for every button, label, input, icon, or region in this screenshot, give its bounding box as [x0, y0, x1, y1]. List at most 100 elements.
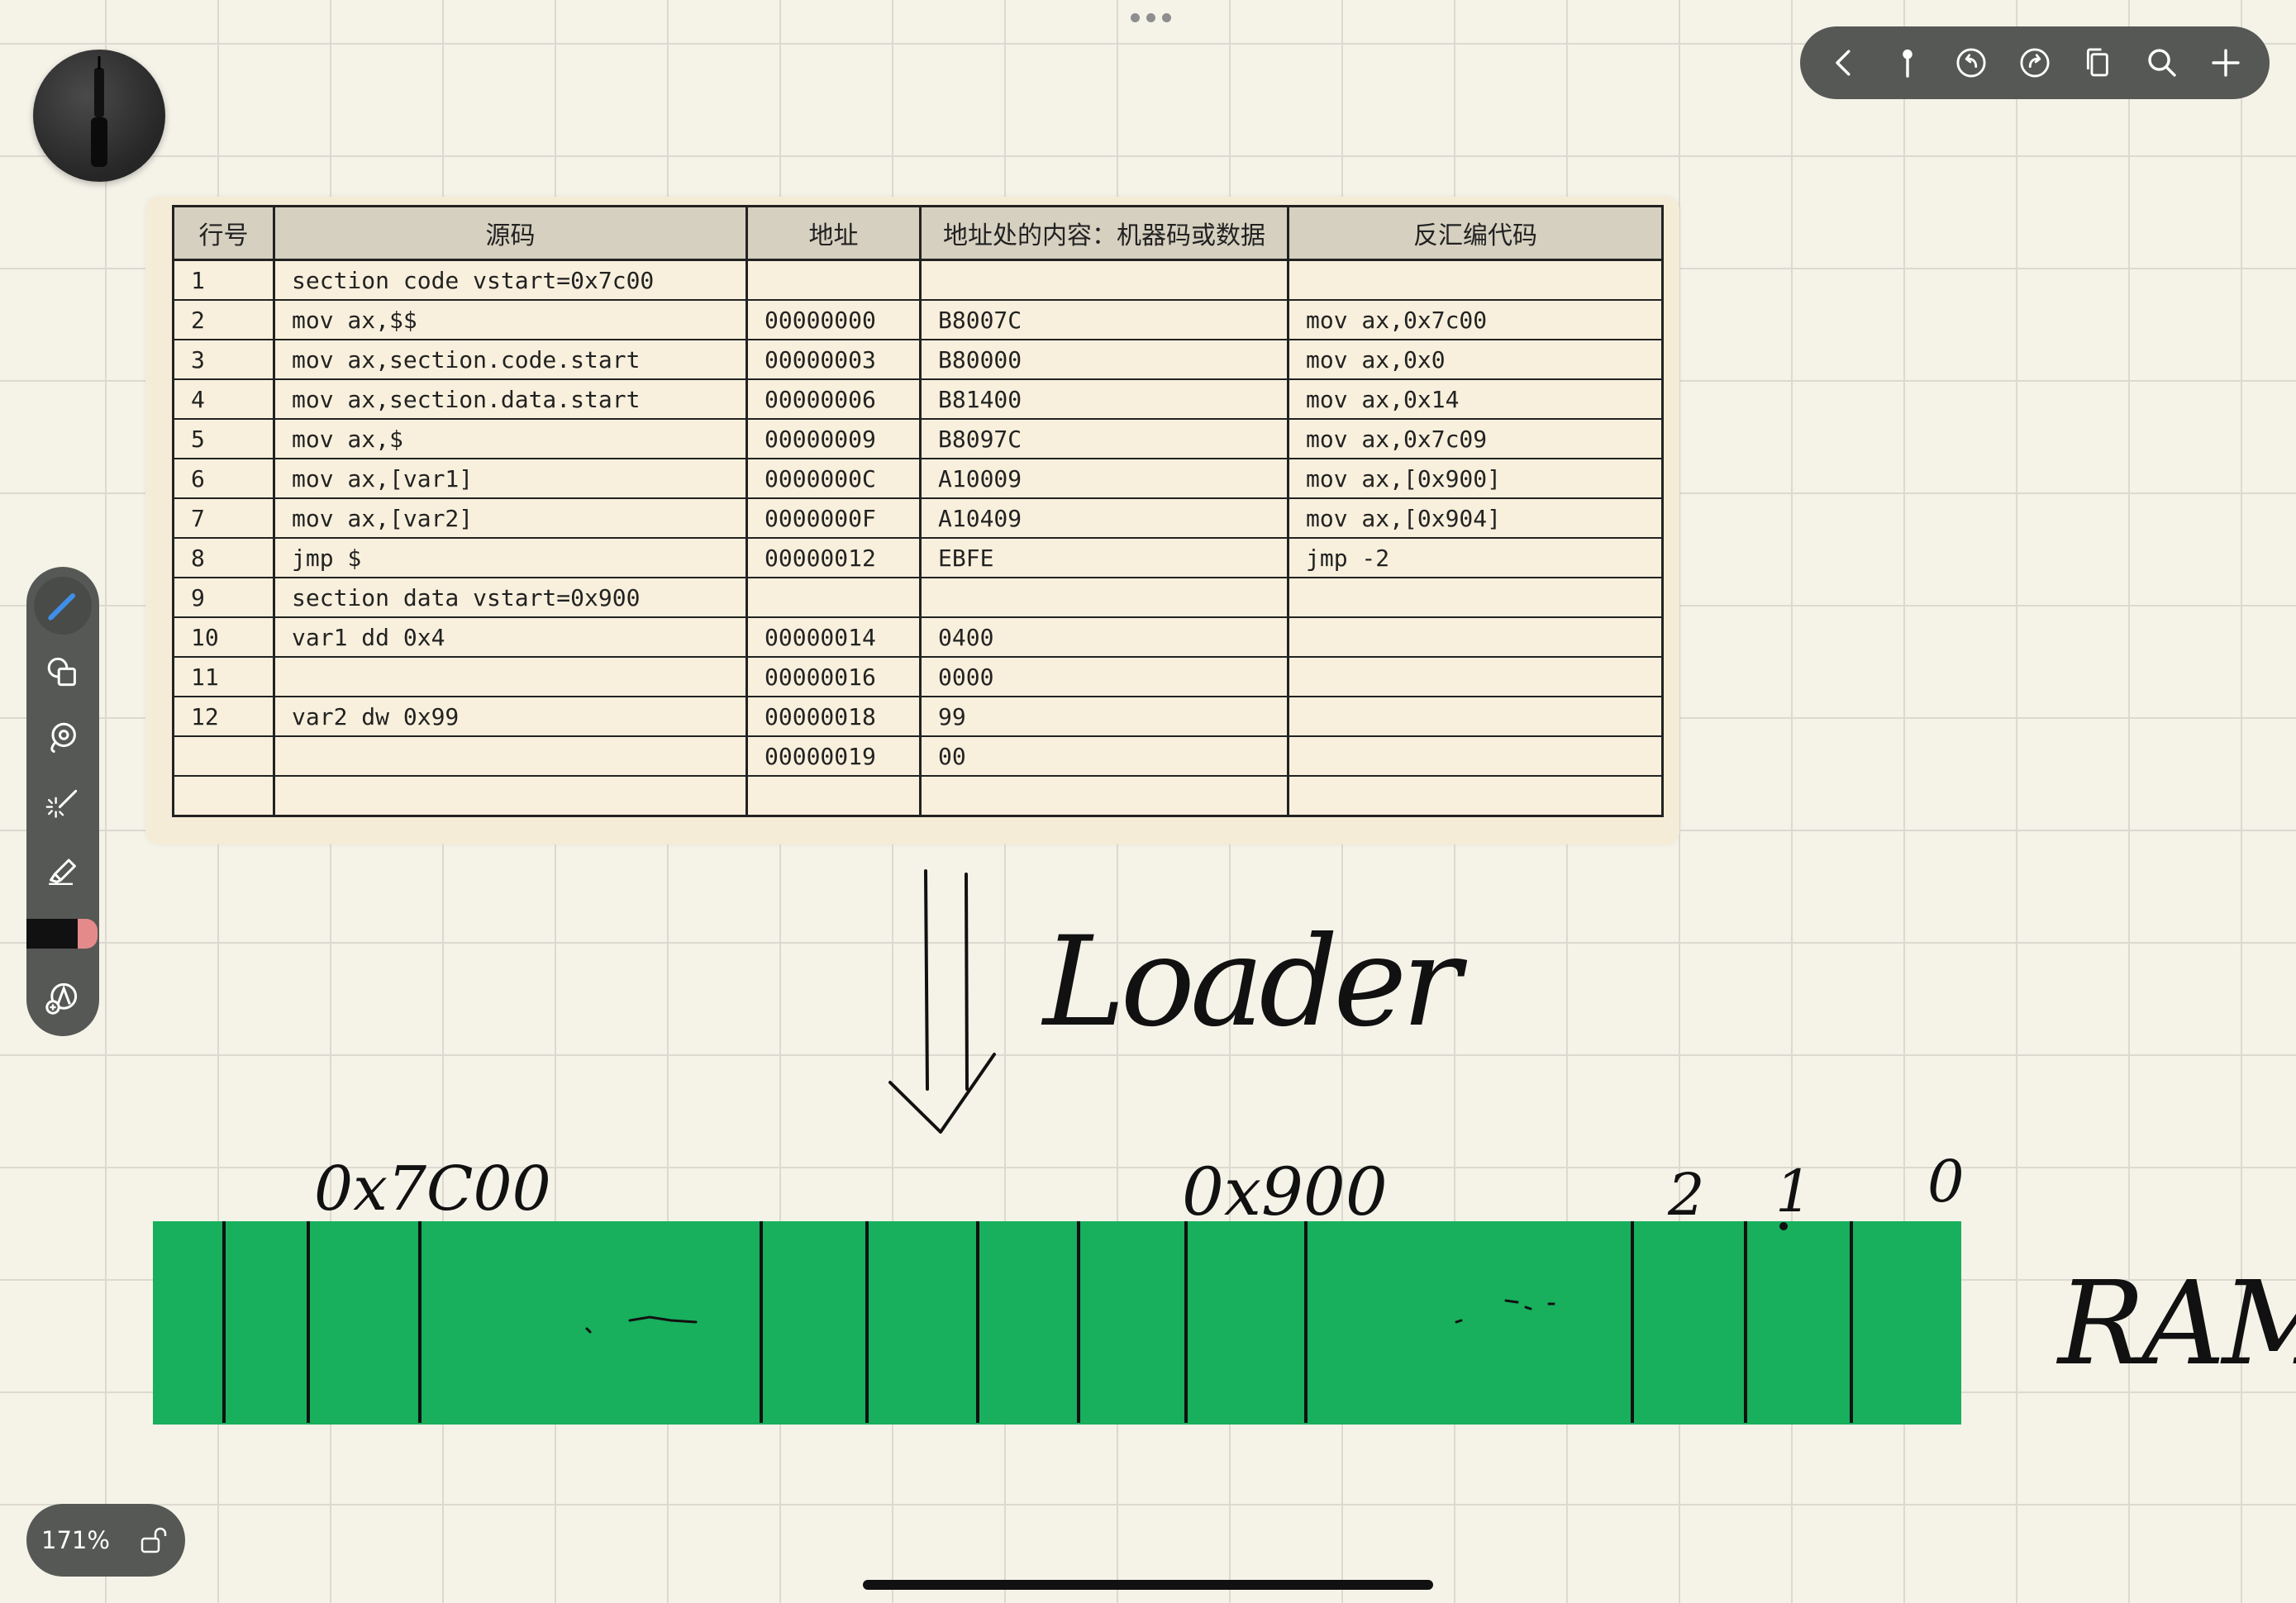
table-cell: 4 — [172, 378, 275, 420]
table-cell: 99 — [919, 696, 1289, 737]
plus-icon — [2212, 49, 2241, 77]
laser-pointer-button[interactable] — [34, 775, 92, 833]
table-cell: mov ax,$$ — [273, 299, 748, 340]
top-toolbar — [1800, 26, 2270, 99]
table-row — [172, 775, 1664, 817]
pin-button[interactable] — [1884, 39, 1932, 87]
table-cell: 6 — [172, 458, 275, 499]
pages-button[interactable] — [2074, 39, 2122, 87]
table-cell: mov ax,$ — [273, 418, 748, 459]
column-header: 反汇编代码 — [1287, 205, 1664, 261]
table-cell: var1 dd 0x4 — [273, 616, 748, 658]
zoom-level: 171% — [41, 1526, 110, 1554]
table-cell: mov ax,[0x904] — [1287, 497, 1664, 539]
table-cell: 1 — [172, 259, 275, 301]
ram-strip — [153, 1221, 1961, 1425]
table-cell — [919, 577, 1289, 618]
column-header: 地址 — [745, 205, 922, 261]
table-cell: 0400 — [919, 616, 1289, 658]
fineliner-icon — [91, 56, 107, 167]
table-cell: 11 — [172, 656, 275, 697]
drawing-tools-sidebar — [26, 567, 99, 1036]
undo-button[interactable] — [1947, 39, 1995, 87]
table-cell — [273, 735, 748, 777]
table-cell: mov ax,[var2] — [273, 497, 748, 539]
table-cell: section data vstart=0x900 — [273, 577, 748, 618]
search-button[interactable] — [2138, 39, 2186, 87]
table-cell: mov ax,[0x900] — [1287, 458, 1664, 499]
home-indicator[interactable] — [863, 1580, 1433, 1590]
table-cell — [1287, 735, 1664, 777]
add-button[interactable] — [2202, 39, 2250, 87]
column-header: 源码 — [273, 205, 748, 261]
down-arrow-drawing — [888, 869, 996, 1134]
ram-label: RAM — [2055, 1257, 2296, 1391]
table-cell: 00 — [919, 735, 1289, 777]
window-options-dots[interactable] — [1131, 13, 1171, 22]
table-cell: var2 dw 0x99 — [273, 696, 748, 737]
table-cell — [919, 259, 1289, 301]
table-cell — [745, 577, 922, 618]
index-1-dot — [1779, 1222, 1788, 1230]
table-cell: 3 — [172, 339, 275, 380]
undo-icon — [1956, 48, 1986, 78]
loader-label: Loader — [1041, 911, 1468, 1054]
table-cell: 00000000 — [745, 299, 922, 340]
table-cell: B8007C — [919, 299, 1289, 340]
lasso-icon — [50, 722, 76, 754]
zoom-control[interactable]: 171% — [26, 1504, 185, 1577]
table-cell — [1287, 656, 1664, 697]
unlock-icon[interactable] — [137, 1524, 170, 1557]
search-icon — [2148, 49, 2176, 77]
current-pen-preview[interactable] — [33, 50, 165, 182]
table-cell — [1287, 577, 1664, 618]
table-cell: mov ax,0x0 — [1287, 339, 1664, 380]
redo-button[interactable] — [2011, 39, 2059, 87]
pen-icon — [47, 593, 75, 621]
table-cell — [172, 735, 275, 777]
index-0-label: 0 — [1927, 1148, 1965, 1215]
table-cell — [172, 775, 275, 817]
table-cell — [745, 775, 922, 817]
table-cell: A10409 — [919, 497, 1289, 539]
lasso-tool-button[interactable] — [34, 709, 92, 767]
pen-tool-button[interactable] — [34, 577, 92, 635]
address-900-label: 0x900 — [1182, 1153, 1388, 1230]
highlighter-icon — [49, 859, 76, 885]
table-cell — [745, 259, 922, 301]
highlighter-button[interactable] — [34, 841, 92, 899]
back-button[interactable] — [1820, 39, 1868, 87]
table-cell — [919, 775, 1289, 817]
table-cell: 9 — [172, 577, 275, 618]
shapes-tool-button[interactable] — [34, 643, 92, 701]
table-cell: 00000009 — [745, 418, 922, 459]
index-1-label: 1 — [1775, 1158, 1813, 1225]
table-cell: mov ax,0x14 — [1287, 378, 1664, 420]
eraser-icon[interactable] — [26, 919, 98, 949]
redo-icon — [2020, 48, 2050, 78]
table-cell: A10009 — [919, 458, 1289, 499]
table-cell: 0000000C — [745, 458, 922, 499]
table-cell: 8 — [172, 537, 275, 578]
table-cell: EBFE — [919, 537, 1289, 578]
table-cell: B8097C — [919, 418, 1289, 459]
shape-recognition-button[interactable] — [34, 968, 92, 1026]
table-cell: jmp $ — [273, 537, 748, 578]
table-cell: jmp -2 — [1287, 537, 1664, 578]
table-cell: 00000016 — [745, 656, 922, 697]
table-cell: 00000006 — [745, 378, 922, 420]
table-cell: 00000014 — [745, 616, 922, 658]
index-2-label: 2 — [1667, 1161, 1705, 1229]
